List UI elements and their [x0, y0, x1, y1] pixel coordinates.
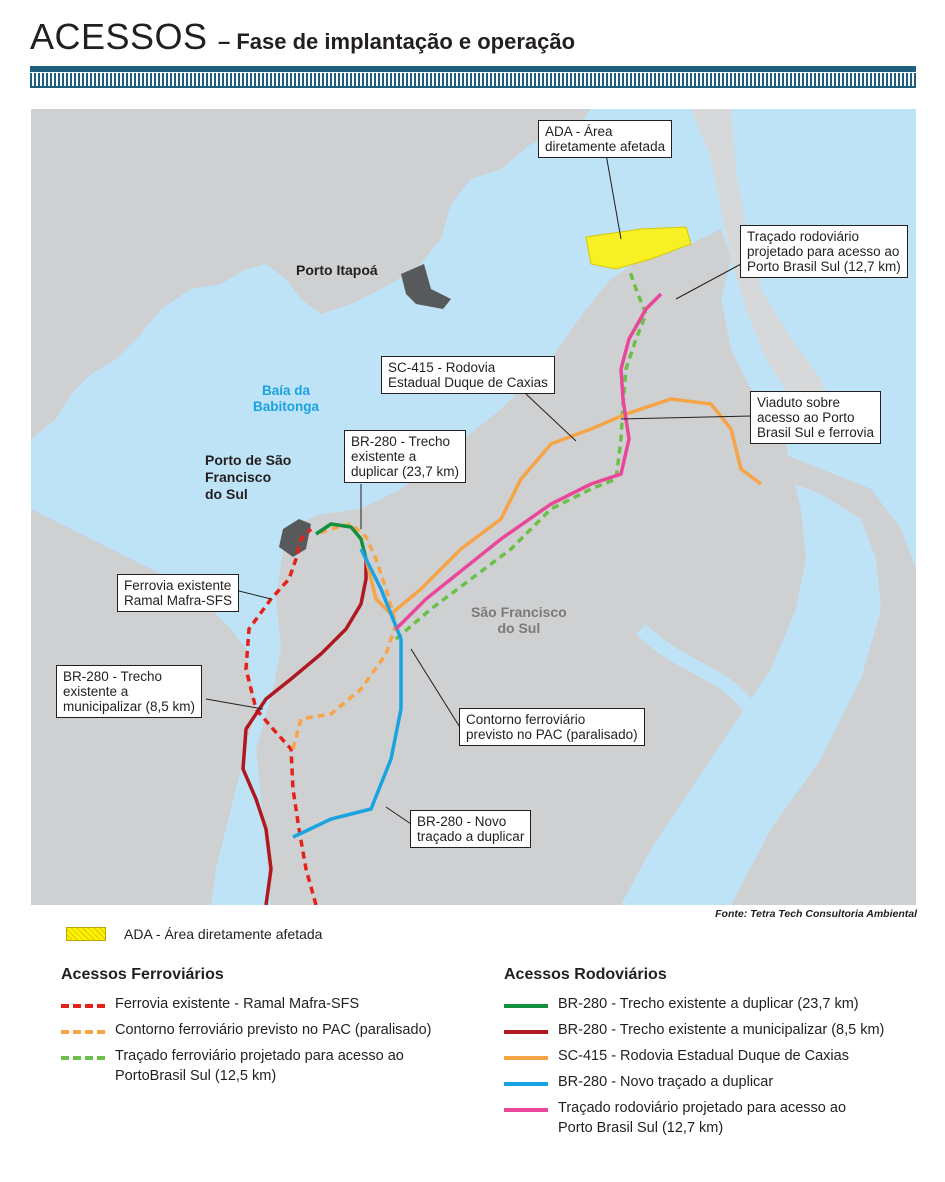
legend-item-label: BR-280 - Novo traçado a duplicar: [558, 1074, 774, 1090]
leader-contorno: [410, 648, 462, 730]
sc415-line: [364, 397, 763, 617]
callout-br280-duplicar: BR-280 - Trecho existente a duplicar (23…: [344, 430, 467, 483]
land-east-coast: [731, 449, 916, 905]
legend-swatch: [504, 1108, 548, 1112]
leader-sc415: [525, 393, 577, 442]
source-credit: Fonte: Tetra Tech Consultoria Ambiental: [715, 908, 917, 920]
legend-item: Traçado ferroviário projetado para acess…: [61, 1046, 431, 1086]
callout-br280-novo: BR-280 - Novo traçado a duplicar: [410, 810, 532, 848]
br280-duplicar-line: [315, 522, 368, 560]
br280-municipalizar-line: [241, 559, 368, 905]
leader-viaduto: [620, 415, 752, 420]
map-panel[interactable]: Porto Itapoá Porto de São Francisco do S…: [31, 109, 916, 905]
leader-tracado-rodoviario: [675, 263, 742, 300]
callout-ada: ADA - Área diretamente afetada: [538, 120, 673, 158]
porto-itapoa-structure: [401, 264, 451, 309]
ferrovia-existente-line: [244, 527, 318, 905]
legend-item: Contorno ferroviário previsto no PAC (pa…: [61, 1020, 431, 1040]
header-rule: [30, 66, 916, 72]
page-title: ACESSOS – Fase de implantação e operação: [30, 16, 575, 58]
legend-item: BR-280 - Trecho existente a duplicar (23…: [504, 994, 884, 1014]
callout-tracado-rodoviario: Traçado rodoviário projetado para acesso…: [740, 225, 908, 278]
ada-hatch-swatch: [66, 927, 106, 941]
tracado-ferroviario-line: [394, 268, 648, 641]
tidal-channel: [636, 623, 769, 854]
leader-br280-municipalizar: [205, 698, 264, 710]
leader-br280-novo: [385, 806, 412, 825]
legend-swatch: [61, 1004, 105, 1008]
callout-br280-municipalizar: BR-280 - Trecho existente a municipaliza…: [56, 665, 203, 718]
callout-viaduto: Viaduto sobre acesso ao Porto Brasil Sul…: [750, 391, 882, 444]
legend-item: SC-415 - Rodovia Estadual Duque de Caxia…: [504, 1046, 884, 1066]
legend-swatch: [504, 1056, 548, 1060]
legend-item-label: Ferrovia existente - Ramal Mafra-SFS: [115, 996, 360, 1012]
leader-ada: [605, 153, 622, 240]
label-porto-sfs: Porto de São Francisco do Sul: [205, 452, 292, 502]
land-north: [31, 109, 591, 439]
legend-rodoviarios: Acessos Rodoviários BR-280 - Trecho exis…: [504, 966, 884, 1144]
tracado-rodoviario-line: [394, 292, 663, 631]
legend-ferroviarios-title: Acessos Ferroviários: [61, 966, 224, 983]
br280-novo-line: [292, 548, 403, 839]
callout-ferrovia-existente: Ferrovia existente Ramal Mafra-SFS: [117, 574, 240, 612]
legend-item-label: Traçado ferroviário projetado para acess…: [115, 1048, 404, 1084]
callout-contorno: Contorno ferroviário previsto no PAC (pa…: [459, 708, 645, 746]
legend-swatch: [504, 1004, 548, 1008]
legend-swatch: [504, 1030, 548, 1034]
ada-area: [585, 226, 692, 270]
callout-sc415: SC-415 - Rodovia Estadual Duque de Caxia…: [381, 356, 555, 394]
legend-item-label: BR-280 - Trecho existente a municipaliza…: [558, 1022, 885, 1038]
label-porto-itapoa: Porto Itapoá: [296, 262, 378, 278]
legend-ferroviarios: Acessos Ferroviários Ferrovia existente …: [61, 966, 431, 1092]
legend-swatch: [504, 1082, 548, 1086]
legend-item-label: BR-280 - Trecho existente a duplicar (23…: [558, 996, 859, 1012]
legend-item-label: Traçado rodoviário projetado para acesso…: [558, 1100, 847, 1136]
porto-sfs-structure: [279, 519, 311, 557]
legend-item-label: SC-415 - Rodovia Estadual Duque de Caxia…: [558, 1048, 849, 1064]
legend-swatch: [61, 1030, 105, 1034]
legend-item-label: Contorno ferroviário previsto no PAC (pa…: [115, 1022, 432, 1038]
legend-ada: ADA - Área diretamente afetada: [66, 926, 322, 942]
legend-rodoviarios-title: Acessos Rodoviários: [504, 966, 667, 983]
legend-item: BR-280 - Trecho existente a municipaliza…: [504, 1020, 884, 1040]
header-comb-base: [30, 86, 916, 88]
land-spit: [691, 109, 831, 419]
legend-ada-label: ADA - Área diretamente afetada: [124, 926, 323, 942]
legend-item: BR-280 - Novo traçado a duplicar: [504, 1072, 884, 1092]
callout-leaders: [205, 153, 752, 825]
label-sao-francisco-do-sul: São Francisco do Sul: [471, 604, 567, 636]
header-comb-pattern: [30, 73, 916, 87]
legend-item: Traçado rodoviário projetado para acesso…: [504, 1098, 884, 1138]
label-baia-babitonga: Baía da Babitonga: [253, 383, 319, 414]
legend-swatch: [61, 1056, 105, 1060]
legend-item: Ferrovia existente - Ramal Mafra-SFS: [61, 994, 431, 1014]
title-main: ACESSOS: [30, 16, 208, 57]
title-subtitle: – Fase de implantação e operação: [218, 29, 576, 54]
